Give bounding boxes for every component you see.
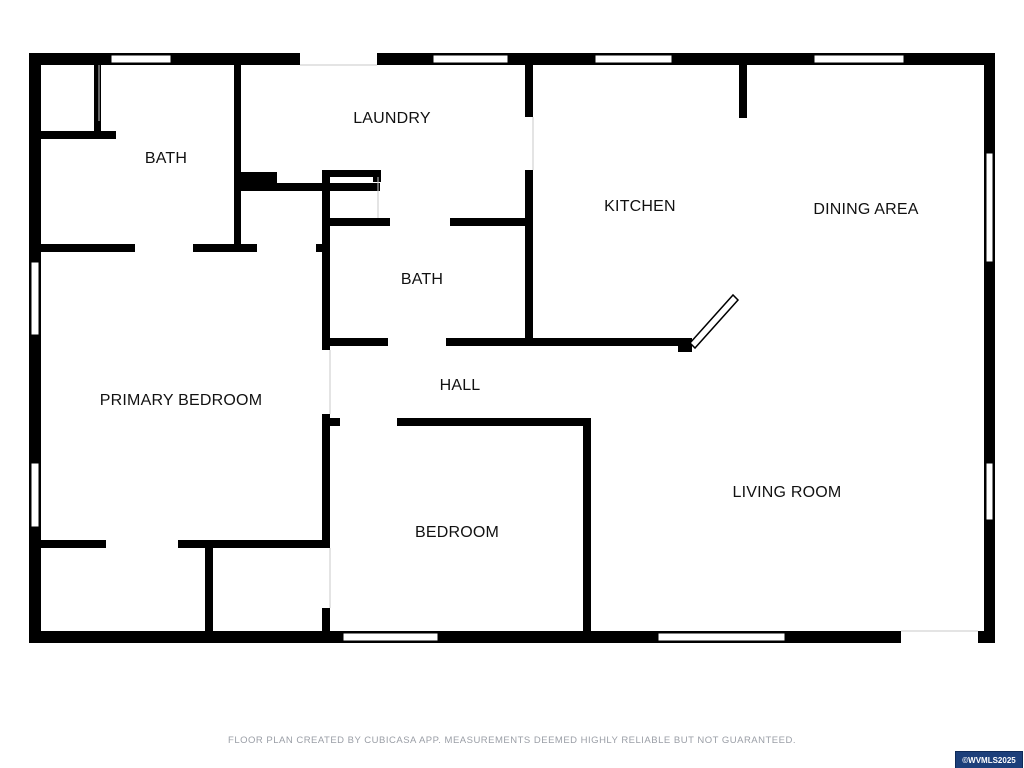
label-dining: DINING AREA [813, 201, 918, 218]
door-top-laundry [300, 53, 377, 65]
wall-primary-right-lower [322, 414, 330, 547]
wall-bedroom-right [583, 418, 591, 643]
label-kitchen: KITCHEN [604, 198, 676, 215]
window-left-primary-upper [30, 261, 40, 336]
wall-kitchen-stub [739, 65, 747, 118]
windows [30, 54, 994, 642]
window-bottom-bedroom [342, 632, 439, 642]
angled-window [688, 293, 740, 350]
wall-laundry-closet-bottom-b [450, 218, 530, 226]
window-top-laundry [432, 54, 509, 64]
label-bath-2: BATH [401, 271, 443, 288]
window-right-dining [985, 152, 994, 263]
wall-closet-a [94, 65, 101, 135]
window-top-bath [110, 54, 172, 64]
window-left-primary-lower [30, 462, 40, 528]
wall-primary-bottom-b [178, 540, 330, 548]
door-bath-hall [388, 338, 446, 346]
wall-laundry-kitchen-lower [525, 170, 533, 340]
openings [106, 53, 978, 643]
room-labels: LAUNDRY BATH KITCHEN DINING AREA BATH PR… [100, 110, 919, 541]
wall-laundry-closet-left [322, 170, 330, 350]
door-laundry-bath [390, 218, 450, 226]
label-laundry: LAUNDRY [353, 110, 431, 127]
wall-closet-right [322, 608, 330, 643]
disclaimer-text: FLOOR PLAN CREATED BY CUBICASA APP. MEAS… [228, 735, 796, 746]
wall-top [29, 53, 995, 65]
copyright-badge: ©WVMLS2025 [955, 751, 1023, 768]
wall-bath-bottom-a [41, 244, 135, 252]
label-hall: HALL [440, 377, 481, 394]
window-top-dining [813, 54, 905, 64]
wall-primary-bottom-a [41, 540, 106, 548]
door-laundry-kitchen [525, 117, 533, 170]
wall-hall-bottom-a [322, 418, 340, 426]
wall-hall-top-a [322, 338, 388, 346]
wall-bath-bottom-b [193, 244, 257, 252]
label-primary-bedroom: PRIMARY BEDROOM [100, 392, 262, 409]
label-bedroom: BEDROOM [415, 524, 499, 541]
wall-right [984, 53, 995, 643]
window-top-kitchen [594, 54, 673, 64]
wall-laundry-bottom [241, 183, 380, 191]
door-closet-bedroom [322, 548, 330, 608]
door-closet-primary [257, 244, 316, 252]
label-bath-1: BATH [145, 150, 187, 167]
wall-closet-b [41, 131, 116, 139]
wall-closet-divider [205, 540, 213, 643]
door-bath-primary [135, 244, 193, 252]
walls [29, 53, 995, 643]
wall-left [29, 53, 41, 643]
window-right-living [985, 462, 994, 521]
door-exterior-living [901, 631, 978, 643]
door-primary-closet [106, 540, 178, 548]
wall-hall-top-b [446, 338, 688, 346]
door-hall-bedroom [340, 418, 397, 426]
door-primary-hall [322, 350, 330, 414]
door-jambs [98, 64, 978, 632]
window-bottom-living [657, 632, 786, 642]
wall-laundry-closet-bottom [322, 218, 390, 226]
wall-laundry-kitchen-upper [525, 65, 533, 117]
wall-bath-laundry [234, 65, 241, 250]
wall-laundry-closet-top [322, 170, 380, 177]
label-living-room: LIVING ROOM [733, 484, 842, 501]
wall-hall-top-end [678, 338, 692, 352]
kitchen-angled-window [688, 293, 740, 350]
wall-hall-bottom-b [397, 418, 590, 426]
